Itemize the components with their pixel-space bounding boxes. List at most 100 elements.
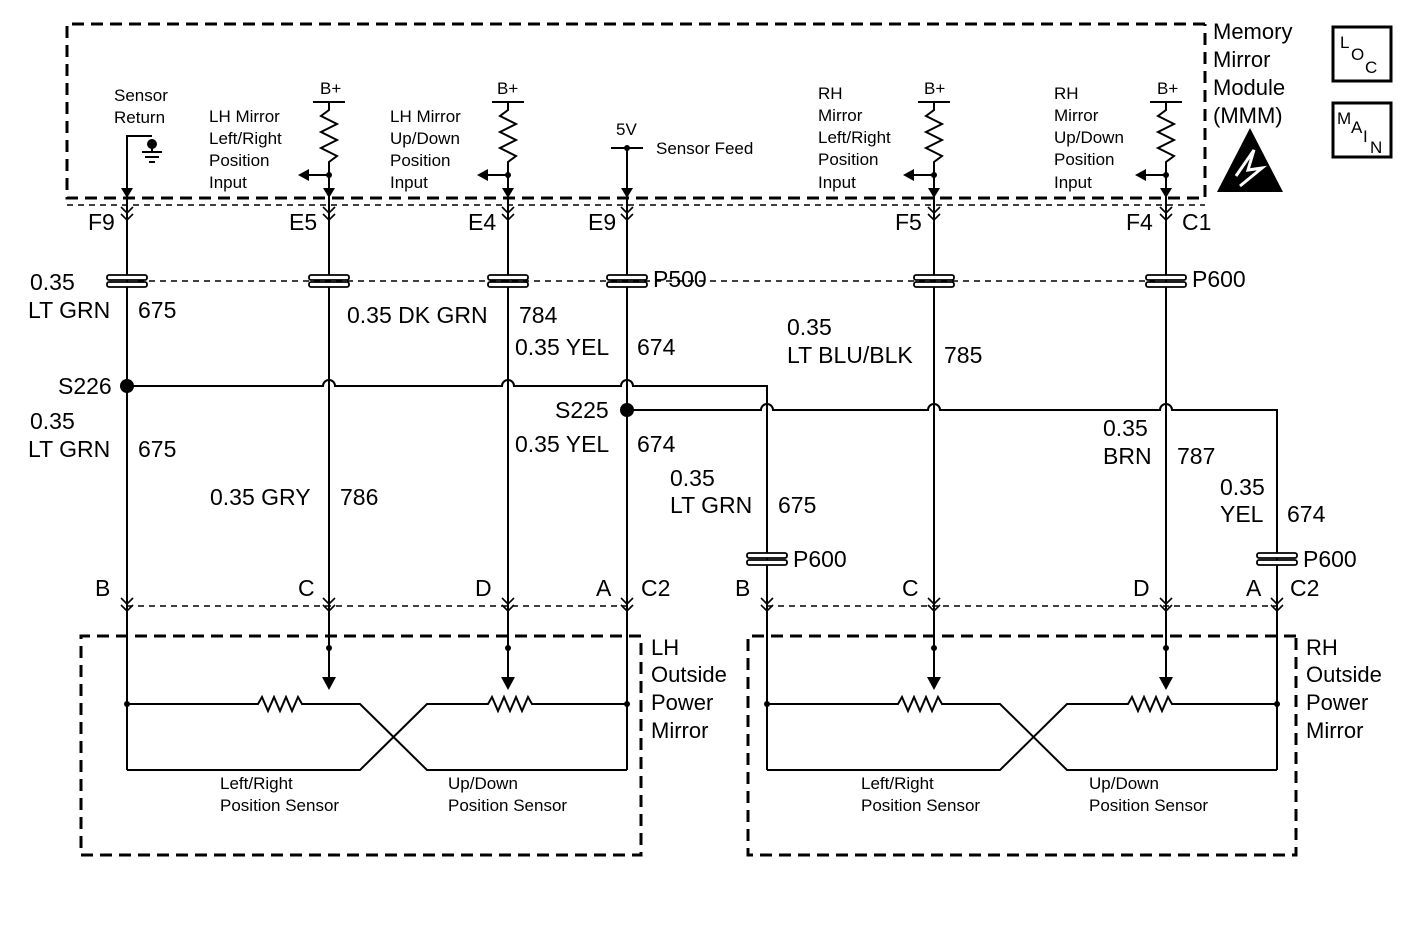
module-pins: F9 E5 E4 E9 F5 F4 C1	[88, 206, 1211, 235]
lh-ud-label-2: Up/Down	[390, 129, 460, 148]
loc-letter-o: O	[1351, 45, 1364, 64]
loc-letter-l: L	[1340, 33, 1349, 52]
w674-rh-circuit: 674	[1287, 501, 1326, 527]
splice-s225-dot	[620, 403, 634, 417]
w675-top-circuit: 675	[138, 297, 176, 323]
rh-ud-label-2: Mirror	[1054, 106, 1099, 125]
w674-rh-color: YEL	[1220, 501, 1264, 527]
w675-rh-color: LT GRN	[670, 492, 752, 518]
inline-connectors: P500 P600 P600 P600	[106, 266, 1357, 572]
sensor-feed: 5V Sensor Feed	[611, 120, 753, 198]
loc-letter-c: C	[1365, 58, 1377, 77]
rh-ud-label-3: Up/Down	[1054, 128, 1124, 147]
module-title-line-2: Mirror	[1213, 47, 1270, 72]
w784-label: 0.35 DK GRN	[347, 302, 488, 328]
lh-connector-c2: C2	[641, 575, 670, 601]
wire-labels: 0.35 LT GRN 675 0.35 DK GRN 784 0.35 YEL…	[28, 269, 1326, 527]
pin-f5: F5	[895, 209, 922, 235]
lh-ud-sensor-label-1: Up/Down	[448, 774, 518, 793]
pin-e9: E9	[588, 209, 616, 235]
w784-circuit: 784	[519, 302, 558, 328]
rh-mirror-title-2: Outside	[1306, 662, 1382, 687]
lh-ud-position-sensor-resistor	[127, 694, 627, 771]
esd-warning-icon	[1217, 128, 1283, 192]
rh-ud-position-sensor-resistor	[767, 694, 1277, 771]
w787-color: BRN	[1103, 443, 1152, 469]
lh-ud-position-input: LH Mirror Up/Down Position Input B+	[390, 79, 524, 198]
rh-lr-position-sensor-resistor	[767, 694, 1277, 771]
main-letter-n: N	[1370, 138, 1382, 157]
w675-rh-circuit: 675	[778, 492, 816, 518]
rh-ud-bplus: B+	[1157, 79, 1178, 98]
rh-lr-bplus: B+	[924, 79, 945, 98]
w786-circuit: 786	[340, 484, 378, 510]
lh-lr-label-4: Input	[209, 173, 247, 192]
w674-mid-circuit: 674	[637, 431, 676, 457]
rh-mirror-boundary	[746, 634, 1298, 857]
lh-lr-bplus: B+	[320, 79, 341, 98]
rh-lr-position-input: RH Mirror Left/Right Position Input B+	[818, 79, 950, 198]
w785-color: LT BLU/BLK	[787, 342, 913, 368]
lh-mirror-boundary	[79, 634, 643, 857]
rh-mirror-title-1: RH	[1306, 635, 1338, 660]
w675-mid-gauge: 0.35	[30, 408, 75, 434]
lh-ud-label-3: Position	[390, 151, 450, 170]
rh-ud-position-input: RH Mirror Up/Down Position Input B+	[1054, 79, 1182, 198]
lh-lr-sensor-label-2: Position Sensor	[220, 796, 339, 815]
lh-lr-position-sensor-resistor	[127, 694, 627, 771]
main-letter-m: M	[1337, 109, 1351, 128]
pin-f9: F9	[88, 209, 115, 235]
rh-lr-sensor-label-2: Position Sensor	[861, 796, 980, 815]
splice-s226-label: S226	[58, 373, 112, 399]
rh-ud-label-5: Input	[1054, 173, 1092, 192]
w674-mid-label: 0.35 YEL	[515, 431, 609, 457]
wire-674-rh	[627, 403, 1278, 600]
rh-pin-c: C	[902, 575, 919, 601]
rh-lr-label-4: Position	[818, 150, 878, 169]
w675-mid-circuit: 675	[138, 436, 176, 462]
pin-c1: C1	[1182, 209, 1211, 235]
pin-f4: F4	[1126, 209, 1153, 235]
rh-connector-c2: C2	[1290, 575, 1319, 601]
splice-s225-label: S225	[555, 397, 609, 423]
rh-lr-label-2: Mirror	[818, 106, 863, 125]
sensor-feed-label: Sensor Feed	[656, 139, 753, 158]
lh-lr-label-3: Position	[209, 151, 269, 170]
memory-mirror-module: Memory Mirror Module (MMM) L O C M A I N…	[65, 19, 1393, 206]
main-symbol: M A I N	[1331, 101, 1393, 159]
w675-rh-gauge: 0.35	[670, 465, 715, 491]
splice-s226-dot	[120, 379, 134, 393]
connector-p600-rh-b-label: P600	[793, 546, 847, 572]
lh-pin-d: D	[475, 575, 492, 601]
loc-symbol: L O C	[1331, 25, 1393, 83]
w674-top-circuit: 674	[637, 334, 676, 360]
lh-ud-bplus: B+	[497, 79, 518, 98]
rh-ud-sensor-label-2: Position Sensor	[1089, 796, 1208, 815]
sensor-feed-voltage: 5V	[616, 120, 637, 139]
wire-675-rh	[127, 379, 768, 600]
rh-ud-label-4: Position	[1054, 150, 1114, 169]
rh-lr-sensor-label-1: Left/Right	[861, 774, 934, 793]
lh-pin-b: B	[95, 575, 110, 601]
lh-lr-sensor-label-1: Left/Right	[220, 774, 293, 793]
wiring: S226 S225	[58, 198, 1278, 600]
module-title-line-4: (MMM)	[1213, 103, 1283, 128]
sensor-return-label-2: Return	[114, 108, 165, 127]
lh-lr-label-1: LH Mirror	[209, 107, 280, 126]
rh-lr-label-3: Left/Right	[818, 128, 891, 147]
lh-outside-power-mirror: LH Outside Power Mirror Left/Right Posit…	[79, 600, 727, 857]
rh-pin-b: B	[735, 575, 750, 601]
sensor-return-label-1: Sensor	[114, 86, 168, 105]
mirror-connectors: B C D A C2 B C D A C2	[95, 575, 1319, 613]
lh-ud-label-4: Input	[390, 173, 428, 192]
lh-mirror-title-3: Power	[651, 690, 713, 715]
w675-mid-color: LT GRN	[28, 436, 110, 462]
module-title-line-3: Module	[1213, 75, 1285, 100]
pin-e5: E5	[289, 209, 317, 235]
w787-gauge: 0.35	[1103, 415, 1148, 441]
connector-p600-rh-a-label: P600	[1303, 546, 1357, 572]
lh-mirror-title-4: Mirror	[651, 718, 708, 743]
main-letter-a: A	[1351, 118, 1363, 137]
lh-lr-position-input: LH Mirror Left/Right Position Input B+	[209, 79, 345, 198]
